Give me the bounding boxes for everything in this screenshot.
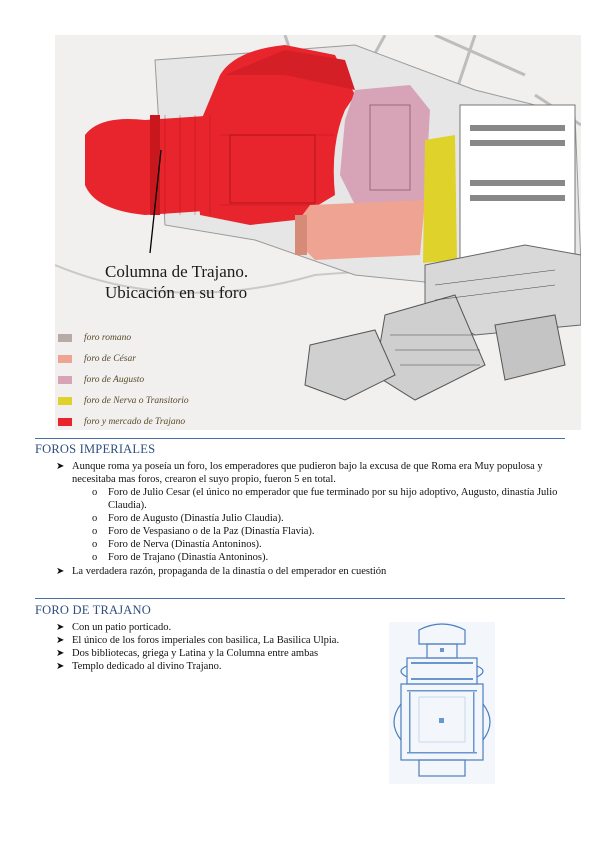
list-item-text: Con un patio porticado.	[72, 622, 172, 633]
list-item-text: Dos bibliotecas, griega y Latina y la Co…	[72, 648, 319, 659]
list-item: ➤ El único de los foros imperiales con b…	[56, 634, 386, 647]
sub-list-item-text: Foro de Augusto (Dinastía Julio Claudia)…	[108, 513, 284, 524]
sub-list-item: o Foro de Trajano (Dinastía Antoninos).	[56, 551, 566, 564]
list-item-text: Aunque roma ya poseía un foro, los emper…	[72, 461, 543, 485]
section-divider	[35, 438, 565, 439]
list-item-text: Templo dedicado al divino Trajano.	[72, 661, 222, 672]
legend-label: foro y mercado de Trajano	[84, 416, 186, 427]
legend-label: foro de César	[84, 353, 136, 364]
legend-item: foro romano	[58, 327, 189, 348]
arrow-bullet-icon: ➤	[56, 566, 65, 577]
list-item: ➤ Dos bibliotecas, griega y Latina y la …	[56, 647, 386, 660]
circle-bullet-icon: o	[92, 487, 98, 498]
legend-item: foro y mercado de Trajano	[58, 411, 189, 430]
section-heading-foros-imperiales: FOROS IMPERIALES	[35, 442, 156, 456]
section-divider	[35, 598, 565, 599]
arrow-bullet-icon: ➤	[56, 648, 65, 659]
caption-line-1: Columna de Trajano.	[105, 262, 249, 281]
legend-swatch	[58, 375, 72, 384]
sub-list-item: o Foro de Augusto (Dinastía Julio Claudi…	[56, 512, 566, 525]
legend-swatch	[58, 417, 72, 426]
circle-bullet-icon: o	[92, 552, 98, 563]
legend-item: foro de Nerva o Transitorio	[58, 390, 189, 411]
arrow-bullet-icon: ➤	[56, 461, 65, 472]
list-item-text: El único de los foros imperiales con bas…	[72, 635, 340, 646]
list-item: ➤ Aunque roma ya poseía un foro, los emp…	[56, 460, 566, 486]
trajan-forum-plan-image	[389, 622, 495, 784]
arrow-bullet-icon: ➤	[56, 635, 65, 646]
list-item: ➤ La verdadera razón, propaganda de la d…	[56, 565, 566, 578]
foros-imperiales-list: ➤ Aunque roma ya poseía un foro, los emp…	[56, 460, 566, 578]
sub-list-item: o Foro de Vespasiano o de la Paz (Dinast…	[56, 525, 566, 538]
circle-bullet-icon: o	[92, 526, 98, 537]
sub-list-item: o Foro de Julio Cesar (el único no emper…	[56, 486, 566, 512]
map-legend: foro romano foro de César foro de August…	[58, 327, 189, 430]
sub-list-item-text: Foro de Julio Cesar (el único no emperad…	[108, 487, 558, 511]
circle-bullet-icon: o	[92, 513, 98, 524]
foro-de-trajano-list: ➤ Con un patio porticado. ➤ El único de …	[56, 621, 386, 673]
forum-map-drawing	[55, 35, 581, 430]
legend-label: foro de Nerva o Transitorio	[84, 395, 189, 406]
legend-swatch	[58, 396, 72, 405]
legend-label: foro romano	[84, 332, 132, 343]
sub-list-item-text: Foro de Nerva (Dinastía Antoninos).	[108, 539, 262, 550]
trajan-plan-drawing	[389, 622, 495, 784]
legend-item: foro de César	[58, 348, 189, 369]
arrow-bullet-icon: ➤	[56, 661, 65, 672]
forum-map-figure: Columna de Trajano. Ubicación en su foro…	[55, 35, 581, 430]
list-item-text: La verdadera razón, propaganda de la din…	[72, 566, 387, 577]
caption-line-2: Ubicación en su foro	[105, 283, 248, 302]
legend-label: foro de Augusto	[84, 374, 145, 385]
list-item: ➤ Templo dedicado al divino Trajano.	[56, 660, 386, 673]
legend-swatch	[58, 354, 72, 363]
section-heading-foro-de-trajano: FORO DE TRAJANO	[35, 603, 151, 617]
column-caption: Columna de Trajano. Ubicación en su foro	[105, 261, 248, 303]
sub-list-item-text: Foro de Vespasiano o de la Paz (Dinastía…	[108, 526, 315, 537]
sub-list-item: o Foro de Nerva (Dinastía Antoninos).	[56, 538, 566, 551]
legend-item: foro de Augusto	[58, 369, 189, 390]
sub-list-item-text: Foro de Trajano (Dinastía Antoninos).	[108, 552, 269, 563]
arrow-bullet-icon: ➤	[56, 622, 65, 633]
legend-swatch	[58, 333, 72, 342]
circle-bullet-icon: o	[92, 539, 98, 550]
list-item: ➤ Con un patio porticado.	[56, 621, 386, 634]
